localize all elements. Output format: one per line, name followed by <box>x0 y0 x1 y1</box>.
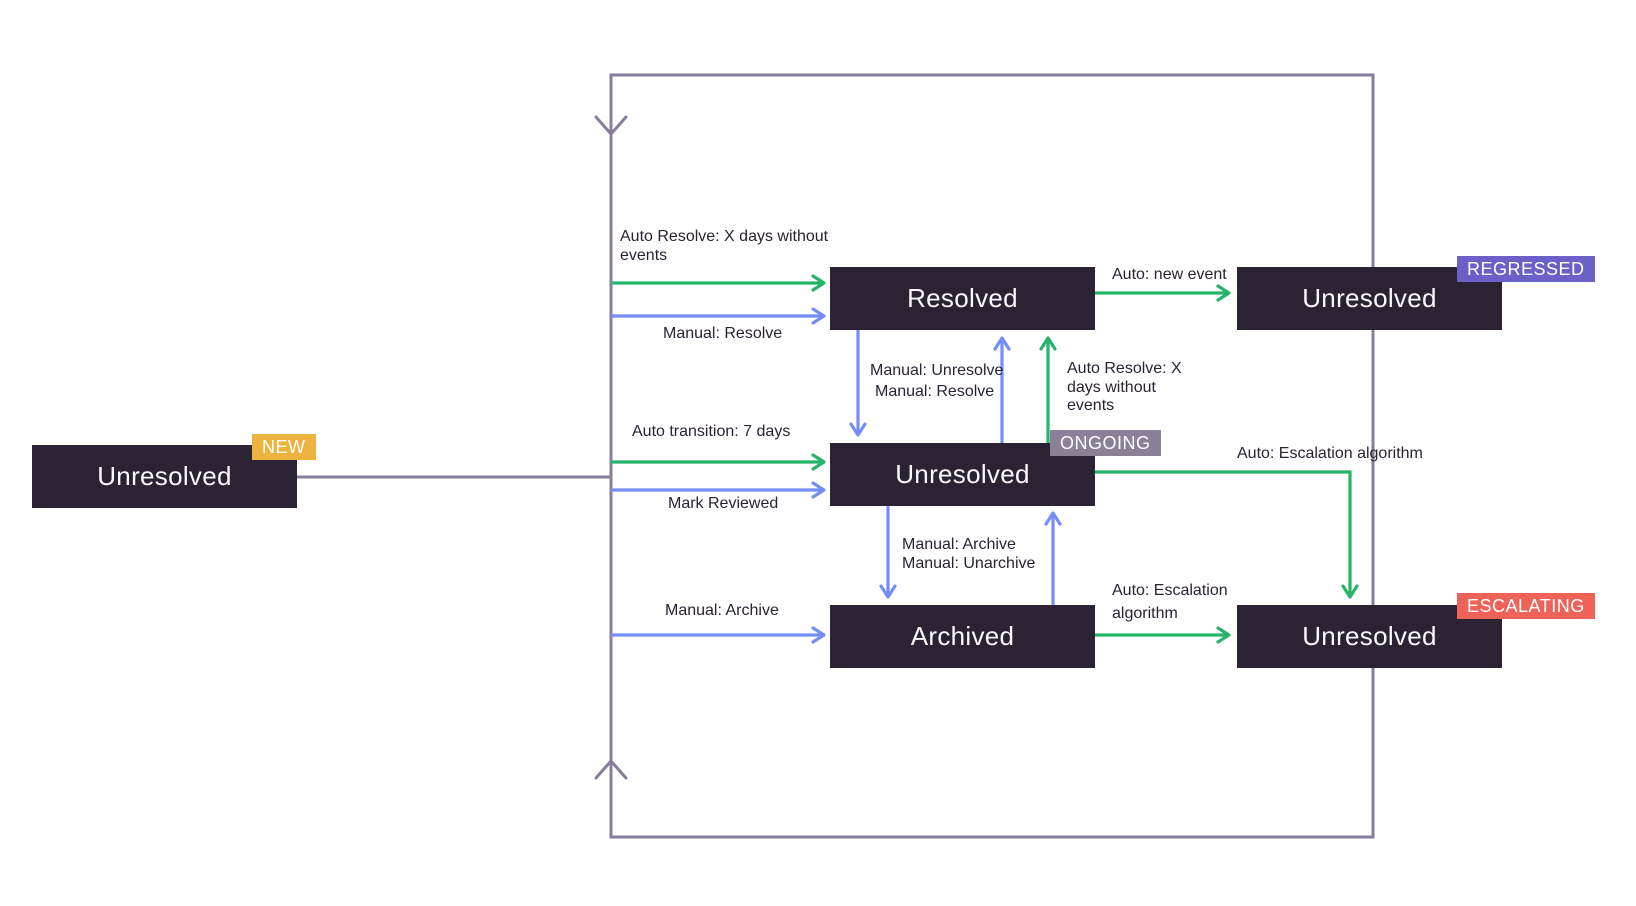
edge-label-auto-new-event: Auto: new event <box>1112 266 1227 283</box>
loop-arrow-up-icon <box>594 758 628 780</box>
edge-label-auto-resolve-days-line2: events <box>620 247 668 264</box>
edge-label-manual-archive-in: Manual: Archive <box>665 602 779 619</box>
badge-regressed: REGRESSED <box>1457 256 1595 282</box>
edge-label-auto-escalation-archived-line2: algorithm <box>1112 605 1178 622</box>
loop-rectangle-line <box>609 73 1375 839</box>
node-archived: Archived <box>830 605 1095 668</box>
badge-new: NEW <box>252 434 316 460</box>
edge-label-manual-unarchive: Manual: Unarchive <box>902 555 1036 572</box>
edge-label-manual-unresolve: Manual: Unresolve <box>870 362 1004 379</box>
node-resolved: Resolved <box>830 267 1095 330</box>
edge-label-auto-escalation-archived-line1: Auto: Escalation <box>1112 582 1228 599</box>
edge-label-mark-reviewed: Mark Reviewed <box>668 495 779 512</box>
edge-auto-escalation-ongoing-line <box>1095 470 1359 599</box>
edge-label-auto-resolve-ongoing-line1: Auto Resolve: X <box>1067 360 1182 377</box>
edge-label-auto-resolve-days-line1: Auto Resolve: X days without <box>620 228 829 245</box>
loop-arrow-down-icon <box>594 115 628 137</box>
edge-label-manual-resolve-up: Manual: Resolve <box>875 383 995 400</box>
edge-label-manual-resolve-in: Manual: Resolve <box>663 325 783 342</box>
edge-label-auto-escalation-ongoing: Auto: Escalation algorithm <box>1237 445 1423 462</box>
edge-label-auto-transition: Auto transition: 7 days <box>632 423 791 440</box>
badge-ongoing: ONGOING <box>1050 430 1161 456</box>
edge-label-auto-resolve-ongoing-line3: events <box>1067 397 1115 414</box>
edge-label-auto-resolve-ongoing-line2: days without <box>1067 379 1156 396</box>
badge-escalating: ESCALATING <box>1457 593 1595 619</box>
edge-label-manual-archive-down: Manual: Archive <box>902 536 1016 553</box>
